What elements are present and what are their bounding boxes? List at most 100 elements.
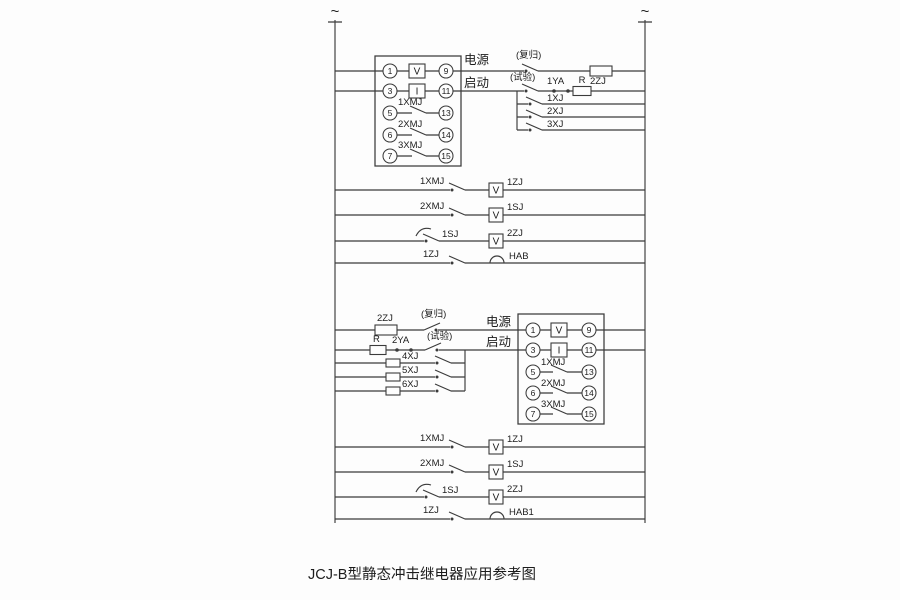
terminal — [438, 105, 454, 121]
relay-body — [517, 313, 605, 425]
contact-dot — [524, 69, 528, 73]
output-rows-bottom: V V V 1XMJ 1ZJ 2XMJ 1SJ 1SJ 2ZJ 1ZJ HAB1 — [335, 433, 645, 521]
time-contact-arc — [415, 227, 432, 237]
contact-dot — [450, 213, 454, 217]
input-contact-label: 5XJ — [402, 365, 419, 376]
terminal-label: 7 — [388, 151, 393, 161]
current-element-label: I — [558, 346, 561, 357]
relay-unit-top: V I 1XMJ 2XMJ 3XMJ 1 3 5 6 7 9 11 13 14 … — [335, 55, 462, 167]
relay-internal-wires — [540, 329, 645, 415]
row-contact-label: 1SJ — [442, 485, 459, 496]
row-contact-label: 1ZJ — [423, 249, 439, 260]
relay-coil-v — [488, 439, 504, 455]
link-dot — [395, 348, 399, 352]
row-contact-label: 2XMJ — [420, 458, 445, 469]
terminal-label: 14 — [441, 130, 451, 140]
terminal — [581, 342, 597, 358]
row-relay-label: 2ZJ — [507, 484, 523, 495]
contact-dot — [424, 495, 428, 499]
link-dot — [552, 89, 556, 93]
bell-symbol — [489, 511, 505, 520]
terminal-label: 1 — [531, 325, 536, 335]
terminal-label: 9 — [444, 66, 449, 76]
terminal-label: 3 — [531, 345, 536, 355]
time-contact-arc — [415, 483, 432, 493]
contact-dot — [524, 89, 528, 93]
input-terminal-block — [385, 358, 401, 368]
contact-dot — [528, 115, 532, 119]
contact-label: 3XMJ — [541, 399, 566, 410]
terminal-label: 5 — [531, 367, 536, 377]
relay-unit-bottom-external: 电源 启动 2ZJ (复归) R 2YA (试验) 4XJ 5XJ 6XJ — [335, 308, 526, 396]
resistor — [369, 344, 387, 356]
test-link-label: 2YA — [392, 335, 410, 346]
terminal-label: 6 — [531, 388, 536, 398]
resistor — [572, 85, 592, 97]
terminal-label: 3 — [388, 86, 393, 96]
bus-left-line — [328, 20, 342, 523]
terminal-label: 13 — [441, 108, 451, 118]
terminal-label: 13 — [584, 367, 594, 377]
contact-dot — [435, 389, 439, 393]
relay-body — [374, 55, 462, 167]
terminal-label: 14 — [584, 388, 594, 398]
terminal — [525, 406, 541, 422]
voltage-element-label: V — [556, 326, 563, 337]
terminal — [438, 127, 454, 143]
coil-v-label: V — [493, 493, 500, 504]
input-contact-label: 2XJ — [547, 106, 564, 117]
terminal-label: 7 — [531, 409, 536, 419]
ac-source-symbol: ~ — [331, 3, 340, 20]
external-wires — [453, 63, 645, 131]
contact-dot — [450, 470, 454, 474]
power-source-label: 电源 — [486, 315, 512, 329]
row-relay-label: 1SJ — [507, 459, 524, 470]
terminal — [581, 364, 597, 380]
contact-dot — [450, 188, 454, 192]
contact-dot — [435, 361, 439, 365]
contact-label: 2XMJ — [398, 119, 423, 130]
input-contact-label: 4XJ — [402, 351, 419, 362]
input-contact-label: 6XJ — [402, 379, 419, 390]
resistor-label: R — [579, 75, 586, 86]
terminal — [382, 127, 398, 143]
terminal-label: 5 — [388, 108, 393, 118]
test-label: (试验) — [510, 71, 535, 83]
bell-label: HAB1 — [509, 507, 534, 518]
relay-coil-v — [488, 182, 504, 198]
input-contact-label: 1XJ — [547, 93, 564, 104]
coil-v-label: V — [493, 211, 500, 222]
row-contact-label: 2XMJ — [420, 201, 445, 212]
terminal — [382, 148, 398, 164]
terminal — [382, 83, 398, 99]
aux-relay-label: 2ZJ — [377, 313, 393, 324]
output-rows-top: V V V 1XMJ 1ZJ 2XMJ 1SJ 1SJ 2ZJ 1ZJ HAB — [335, 176, 645, 265]
terminal — [382, 63, 398, 79]
resistor-label: R — [373, 334, 380, 345]
aux-relay-label: 2ZJ — [590, 76, 606, 87]
terminal — [382, 105, 398, 121]
terminal-label: 11 — [442, 86, 451, 96]
coil-v-label: V — [493, 237, 500, 248]
reset-label: (复归) — [421, 308, 446, 320]
terminal-label: 1 — [388, 66, 393, 76]
contact-label: 1XMJ — [541, 357, 566, 368]
relay-internal-wires — [335, 70, 439, 157]
voltage-element-box — [550, 322, 568, 338]
row-relay-label: 2ZJ — [507, 228, 523, 239]
current-element-label: I — [416, 87, 419, 98]
contact-dot — [424, 239, 428, 243]
relay-coil-v — [488, 464, 504, 480]
reset-label: (复归) — [516, 49, 541, 61]
row-relay-label: 1ZJ — [507, 177, 523, 188]
relay-coil-v — [488, 207, 504, 223]
bell-label: HAB — [509, 251, 529, 262]
bus-left: ~ — [328, 3, 342, 523]
current-element-box — [408, 83, 426, 99]
input-contact-label: 3XJ — [547, 119, 564, 130]
contact-label: 1XMJ — [398, 97, 423, 108]
row-contact-label: 1XMJ — [420, 433, 445, 444]
ac-source-symbol: ~ — [641, 3, 650, 20]
aux-relay-coil — [589, 65, 613, 77]
